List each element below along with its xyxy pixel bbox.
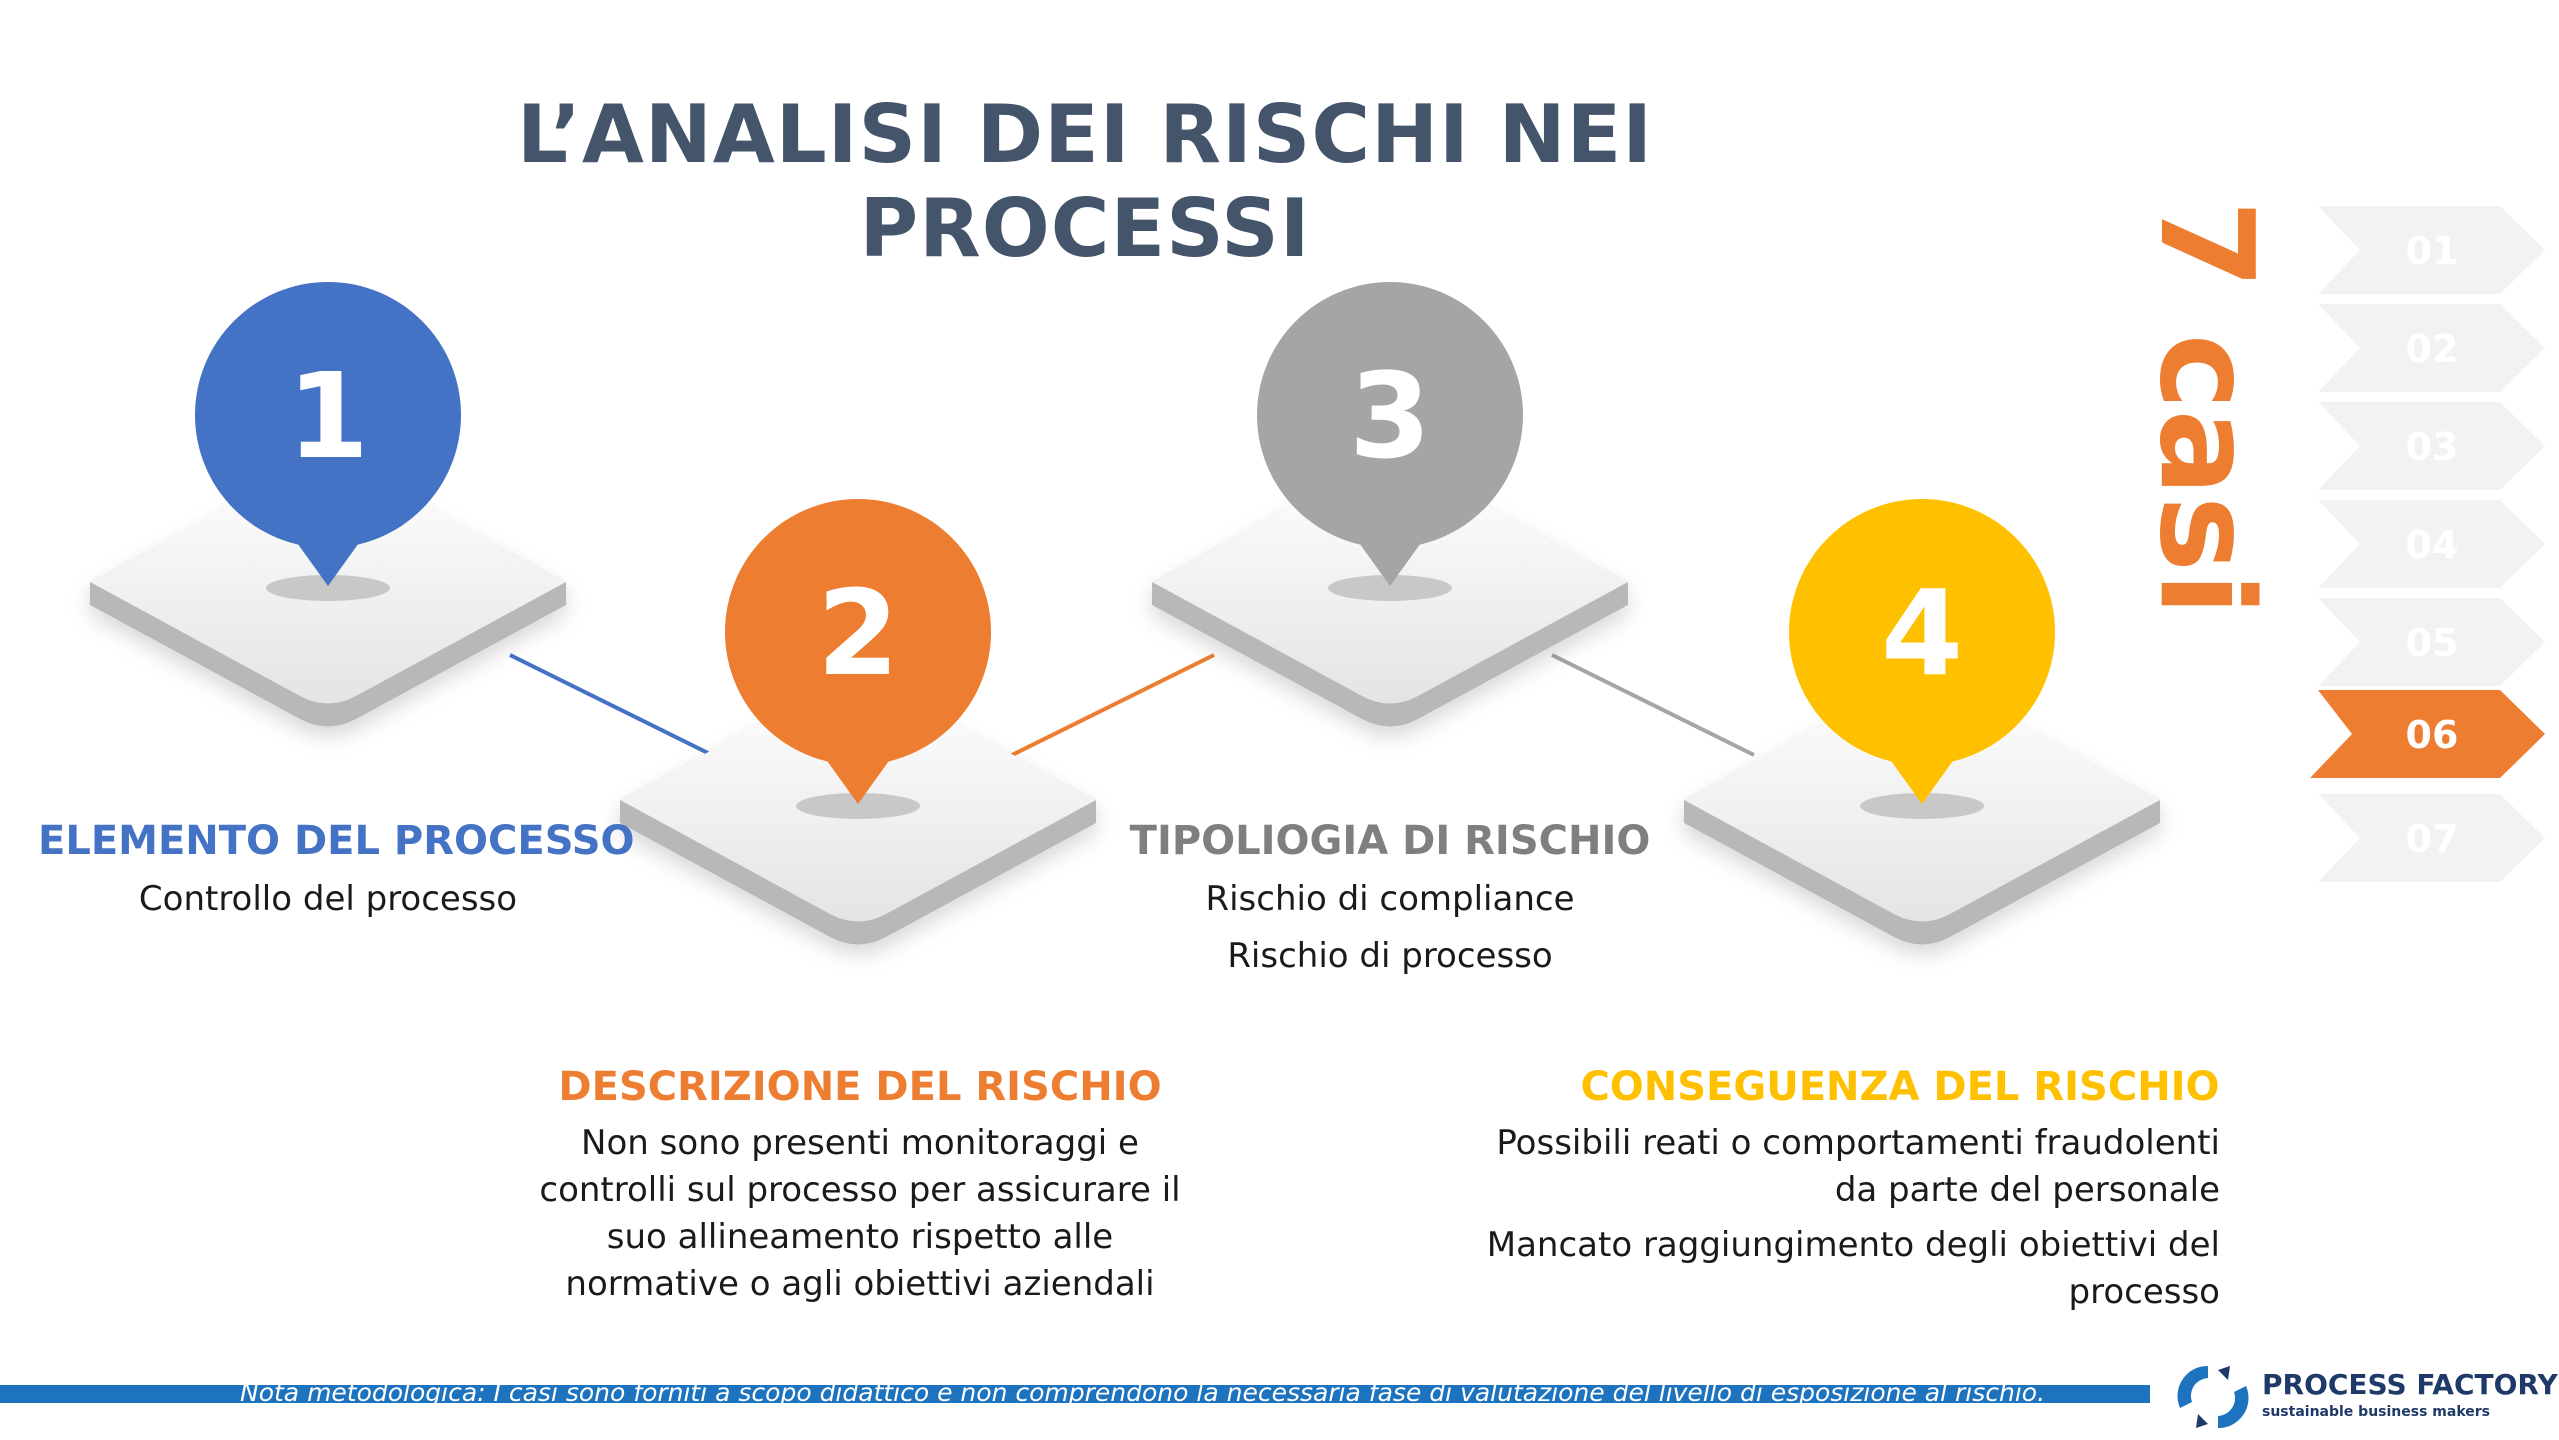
conseguenza-line: Possibili reati o comportamenti fraudole… xyxy=(1496,1123,2220,1163)
descrizione-line: suo allineamento rispetto alle xyxy=(606,1217,1114,1257)
conseguenza-line: da parte del personale xyxy=(1834,1170,2220,1210)
tipologia-heading: TIPOLIOGIA DI RISCHIO xyxy=(1129,818,1651,864)
logo-icon xyxy=(2177,1365,2249,1429)
descrizione-line: Non sono presenti monitoraggi e xyxy=(581,1123,1139,1163)
conseguenza-line: Mancato raggiungimento degli obiettivi d… xyxy=(1486,1225,2220,1265)
conseguenza-list: Possibili reati o comportamenti fraudole… xyxy=(1480,1120,2220,1324)
case-nav-04[interactable]: 04 xyxy=(2318,500,2545,588)
slide-title-line-1: L’ANALISI DEI RISCHI NEI xyxy=(516,88,1654,181)
case-nav-07[interactable]: 07 xyxy=(2318,794,2545,882)
elemento-text: Controllo del processo xyxy=(138,879,518,919)
case-nav-05-label: 05 xyxy=(2406,621,2459,665)
cases-count-label: 7 casi xyxy=(2131,200,2300,616)
connector-2-3 xyxy=(1011,653,1215,757)
conseguenza-line: processo xyxy=(2068,1272,2220,1312)
case-nav-01[interactable]: 01 xyxy=(2318,206,2545,294)
footer-bar xyxy=(0,1385,2150,1403)
pin-number-2: 2 xyxy=(817,564,899,702)
pin-number-4: 4 xyxy=(1881,564,1963,702)
pin-marker-1: 1 xyxy=(195,282,461,586)
pin-marker-4: 4 xyxy=(1789,499,2055,804)
case-nav-06-active[interactable]: 06 xyxy=(2310,690,2545,778)
slide-title-line-2: PROCESSI xyxy=(859,182,1311,275)
connector-1-2 xyxy=(509,653,713,757)
case-nav-02[interactable]: 02 xyxy=(2318,304,2545,392)
platform-4 xyxy=(1684,678,2160,945)
platform-1 xyxy=(90,460,566,727)
descrizione-line: normative o agli obiettivi aziendali xyxy=(565,1264,1155,1304)
conseguenza-heading: CONSEGUENZA DEL RISCHIO xyxy=(1580,1064,2220,1110)
elemento-heading: ELEMENTO DEL PROCESSO xyxy=(38,818,635,864)
case-nav-03-label: 03 xyxy=(2406,425,2459,469)
tipologia-item: Rischio di compliance xyxy=(1205,879,1575,919)
pin-marker-2: 2 xyxy=(725,499,991,804)
pin-number-3: 3 xyxy=(1349,347,1431,485)
conseguenza-item: Mancato raggiungimento degli obiettivi d… xyxy=(1480,1222,2220,1316)
connector-3-4 xyxy=(1551,653,1755,757)
cases-nav: 01 02 03 04 05 06 07 xyxy=(2310,206,2545,882)
tipologia-list: Rischio di compliance Rischio di process… xyxy=(1120,876,1660,990)
logo-name: PROCESS FACTORY xyxy=(2262,1368,2558,1401)
case-nav-01-label: 01 xyxy=(2406,229,2459,273)
descrizione-line: controlli sul processo per assicurare il xyxy=(539,1170,1181,1210)
case-nav-06-label: 06 xyxy=(2406,713,2459,757)
footer-note: Nota metodologica: I casi sono forniti a… xyxy=(240,1378,2046,1407)
logo-tagline: sustainable business makers xyxy=(2262,1404,2490,1420)
case-nav-07-label: 07 xyxy=(2406,817,2459,861)
pin-marker-3: 3 xyxy=(1257,282,1523,586)
case-nav-03[interactable]: 03 xyxy=(2318,402,2545,490)
slide-title: L’ANALISI DEI RISCHI NEI PROCESSI xyxy=(420,88,1750,276)
process-factory-logo xyxy=(2177,1365,2249,1429)
case-nav-05[interactable]: 05 xyxy=(2318,598,2545,686)
conseguenza-item: Possibili reati o comportamenti fraudole… xyxy=(1480,1120,2220,1214)
pin-number-1: 1 xyxy=(287,347,369,485)
tipologia-item: Rischio di processo xyxy=(1227,936,1553,976)
case-nav-02-label: 02 xyxy=(2406,327,2459,371)
descrizione-heading: DESCRIZIONE DEL RISCHIO xyxy=(558,1064,1162,1110)
descrizione-text: Non sono presenti monitoraggi e controll… xyxy=(520,1120,1200,1308)
cases-count-text: 7 casi xyxy=(2131,200,2280,616)
case-nav-04-label: 04 xyxy=(2406,523,2459,567)
